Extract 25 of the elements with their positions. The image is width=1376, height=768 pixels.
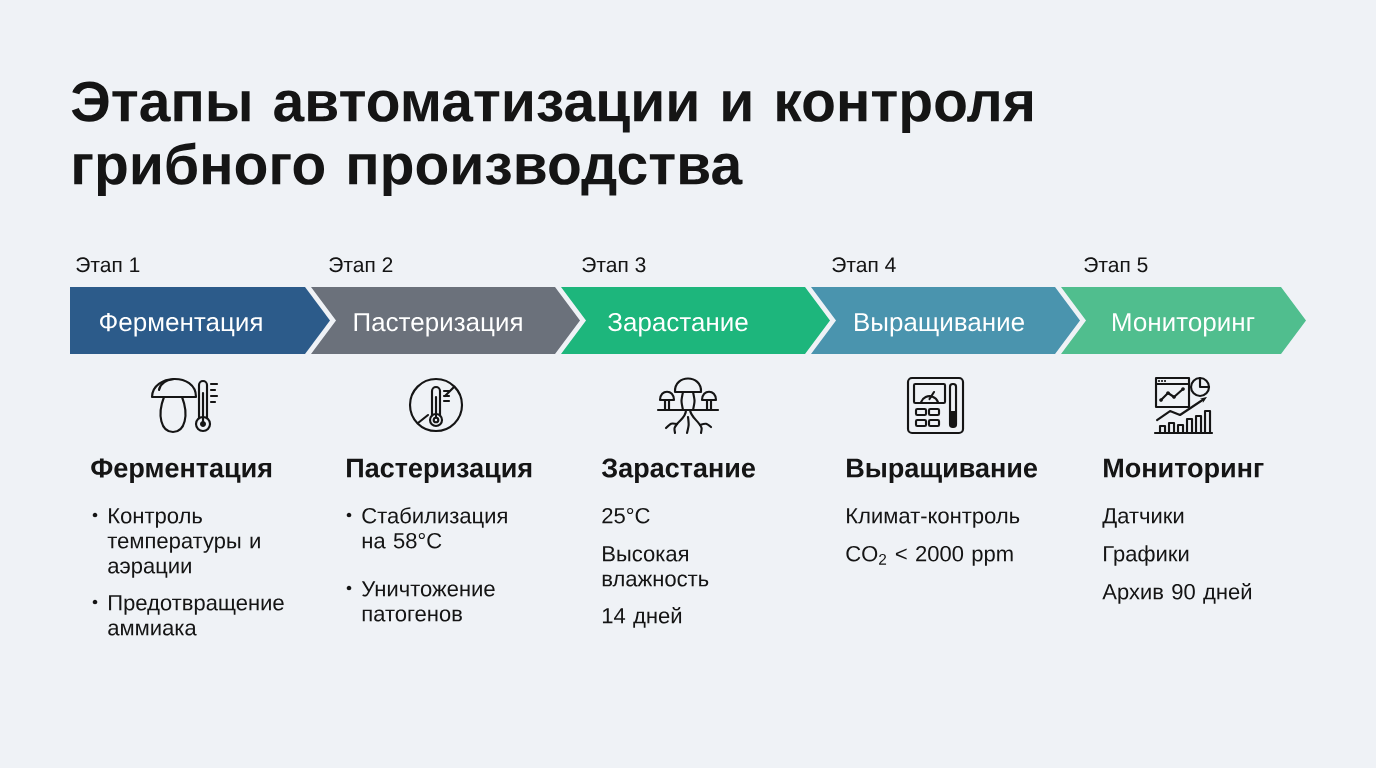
column-heading: Выращивание bbox=[847, 458, 1037, 483]
stage-label: Этап 1 bbox=[76, 257, 140, 273]
column-heading: Мониторинг bbox=[1104, 458, 1264, 483]
column-heading: Зарастание bbox=[601, 458, 755, 483]
stage-label: Этап 2 bbox=[329, 257, 393, 273]
stage-label: Этап 4 bbox=[832, 257, 896, 273]
stage-label: Этап 5 bbox=[1084, 257, 1148, 273]
chevron-step: Ферментация bbox=[70, 287, 330, 354]
bullet-text: Уничтожение патогенов bbox=[361, 581, 495, 622]
body-text: 25°C bbox=[602, 507, 650, 524]
stage-label: Этап 3 bbox=[582, 257, 646, 273]
body-text: Архив 90 дней bbox=[1102, 582, 1251, 604]
body-text: Датчики bbox=[1102, 508, 1184, 528]
title: Этапы автоматизации и контроля грибного производства bbox=[71, 81, 1032, 197]
bullet-text: Стабилизация на 58°C bbox=[362, 507, 507, 549]
body-text: CO$_{2}$ < 2000 ppm bbox=[846, 545, 1013, 566]
bullet-text: Предотвращение аммиака bbox=[108, 595, 284, 636]
body-text: Климат-контроль bbox=[847, 508, 1020, 528]
column-heading: Ферментация bbox=[91, 458, 272, 483]
body-text: Высокая влажность bbox=[602, 546, 709, 587]
chevron-step: Мониторинг bbox=[1061, 287, 1306, 354]
body-text: Графики bbox=[1104, 545, 1189, 566]
body-text: 14 дней bbox=[602, 606, 682, 628]
column-heading: Пастеризация bbox=[347, 458, 532, 483]
bullet-text: Контроль температуры и аэрации bbox=[107, 508, 260, 578]
